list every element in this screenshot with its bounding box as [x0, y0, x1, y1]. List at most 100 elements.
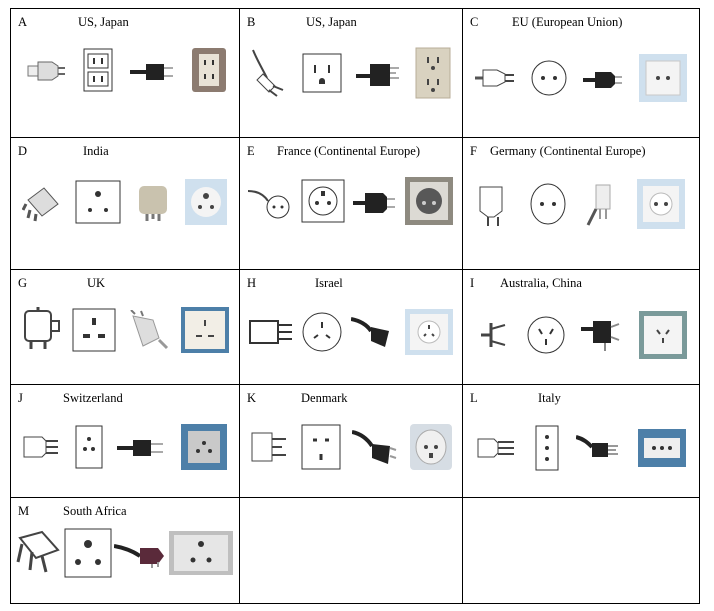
- plug-b-photo: [356, 64, 400, 86]
- outlet-e-photo: [405, 177, 454, 225]
- plug-l-drawing: [477, 438, 514, 458]
- plug-g-photo: [129, 310, 168, 350]
- outlet-b-photo: [415, 47, 451, 99]
- outlet-h-drawing: [302, 312, 342, 352]
- cell-type-d: D India: [11, 138, 240, 270]
- plug-images: [244, 47, 458, 99]
- outlet-d-photo: [185, 179, 228, 225]
- plug-a-photo: [129, 64, 173, 80]
- plug-images: [15, 528, 235, 578]
- type-letter: M: [18, 504, 30, 518]
- outlet-i-photo: [638, 311, 687, 359]
- country-label: Israel: [315, 276, 343, 290]
- outlet-g-photo: [180, 307, 229, 353]
- outlet-j-photo: [180, 424, 227, 470]
- plug-images: [467, 178, 695, 230]
- plug-h-drawing: [248, 320, 292, 344]
- plug-j-drawing: [23, 436, 59, 458]
- type-letter: F: [470, 144, 477, 158]
- cell-type-a: A US, Japan: [11, 9, 240, 138]
- outlet-e-drawing: [301, 179, 345, 223]
- plug-images: [15, 47, 235, 93]
- outlet-d-drawing: [75, 180, 121, 224]
- cell-type-h: H Israel: [240, 270, 463, 385]
- plug-f-drawing: [479, 186, 503, 226]
- plug-k-drawing: [251, 432, 286, 462]
- plug-images: [15, 178, 235, 226]
- cell-type-m: M South Africa: [11, 498, 240, 603]
- cell-type-f: F Germany (Continental Europe): [463, 138, 699, 270]
- country-label: Germany (Continental Europe): [490, 144, 646, 158]
- plug-e-drawing: [247, 190, 290, 219]
- type-letter: G: [18, 276, 28, 290]
- type-letter: K: [247, 391, 257, 405]
- country-label: Denmark: [301, 391, 348, 405]
- cell-type-c: C EU (European Union): [463, 9, 699, 138]
- outlet-a-photo: [191, 48, 226, 92]
- country-label: Switzerland: [63, 391, 123, 405]
- plug-images: [244, 176, 458, 226]
- country-label: EU (European Union): [512, 15, 623, 29]
- type-letter: B: [247, 15, 256, 29]
- plug-images: [244, 423, 458, 471]
- type-letter: A: [18, 15, 28, 29]
- plug-i-drawing: [480, 323, 505, 347]
- cell-type-g: G UK: [11, 270, 240, 385]
- type-letter: D: [18, 144, 28, 158]
- outlet-i-drawing: [527, 316, 564, 354]
- country-label: US, Japan: [306, 15, 357, 29]
- outlet-h-photo: [405, 309, 454, 355]
- outlet-j-drawing: [75, 425, 103, 469]
- outlet-a-drawing: [83, 48, 112, 92]
- type-letter: H: [247, 276, 257, 290]
- plug-c-photo: [582, 72, 622, 88]
- cell-type-l: L Italy: [463, 385, 699, 498]
- country-label: France (Continental Europe): [277, 144, 421, 158]
- plug-type-table: A US, Japan B US, Japan C EU (European U…: [10, 8, 700, 604]
- country-label: US, Japan: [78, 15, 129, 29]
- outlet-l-photo: [637, 429, 686, 467]
- country-label: South Africa: [63, 504, 127, 518]
- plug-k-photo: [351, 430, 396, 464]
- outlet-f-photo: [637, 179, 685, 229]
- cell-type-i: I Australia, China: [463, 270, 699, 385]
- type-letter: E: [247, 144, 255, 158]
- plug-f-photo: [586, 184, 611, 226]
- plug-images: [467, 425, 695, 471]
- outlet-b-drawing: [302, 53, 342, 93]
- type-letter: J: [18, 391, 23, 405]
- plug-images: [15, 423, 235, 471]
- outlet-l-drawing: [535, 425, 558, 471]
- cell-type-e: E France (Continental Europe): [240, 138, 463, 270]
- outlet-k-drawing: [301, 424, 340, 470]
- plug-d-drawing: [21, 187, 59, 222]
- empty-cell: [240, 498, 463, 603]
- outlet-c-photo: [638, 54, 687, 102]
- type-letter: C: [470, 15, 479, 29]
- type-letter: L: [470, 391, 478, 405]
- plug-m-photo: [114, 544, 164, 568]
- plug-h-photo: [350, 317, 389, 347]
- plug-c-drawing: [474, 69, 514, 87]
- plug-l-photo: [575, 435, 618, 457]
- plug-j-photo: [117, 440, 164, 456]
- outlet-f-drawing: [530, 183, 566, 225]
- plug-images: [467, 310, 695, 360]
- outlet-g-drawing: [72, 308, 115, 352]
- plug-d-photo: [138, 186, 167, 221]
- plug-g-drawing: [23, 307, 60, 349]
- outlet-k-photo: [409, 424, 452, 470]
- country-label: Australia, China: [500, 276, 582, 290]
- plug-images: [244, 308, 458, 356]
- empty-cell: [463, 498, 699, 603]
- outlet-c-drawing: [531, 60, 566, 96]
- type-letter: I: [470, 276, 475, 290]
- country-label: Italy: [538, 391, 561, 405]
- plug-b-drawing: [252, 49, 284, 97]
- plug-m-drawing: [16, 530, 60, 573]
- country-label: India: [83, 144, 109, 158]
- cell-type-b: B US, Japan: [240, 9, 463, 138]
- country-label: UK: [87, 276, 106, 290]
- outlet-m-photo: [169, 531, 233, 575]
- plug-e-photo: [352, 193, 395, 213]
